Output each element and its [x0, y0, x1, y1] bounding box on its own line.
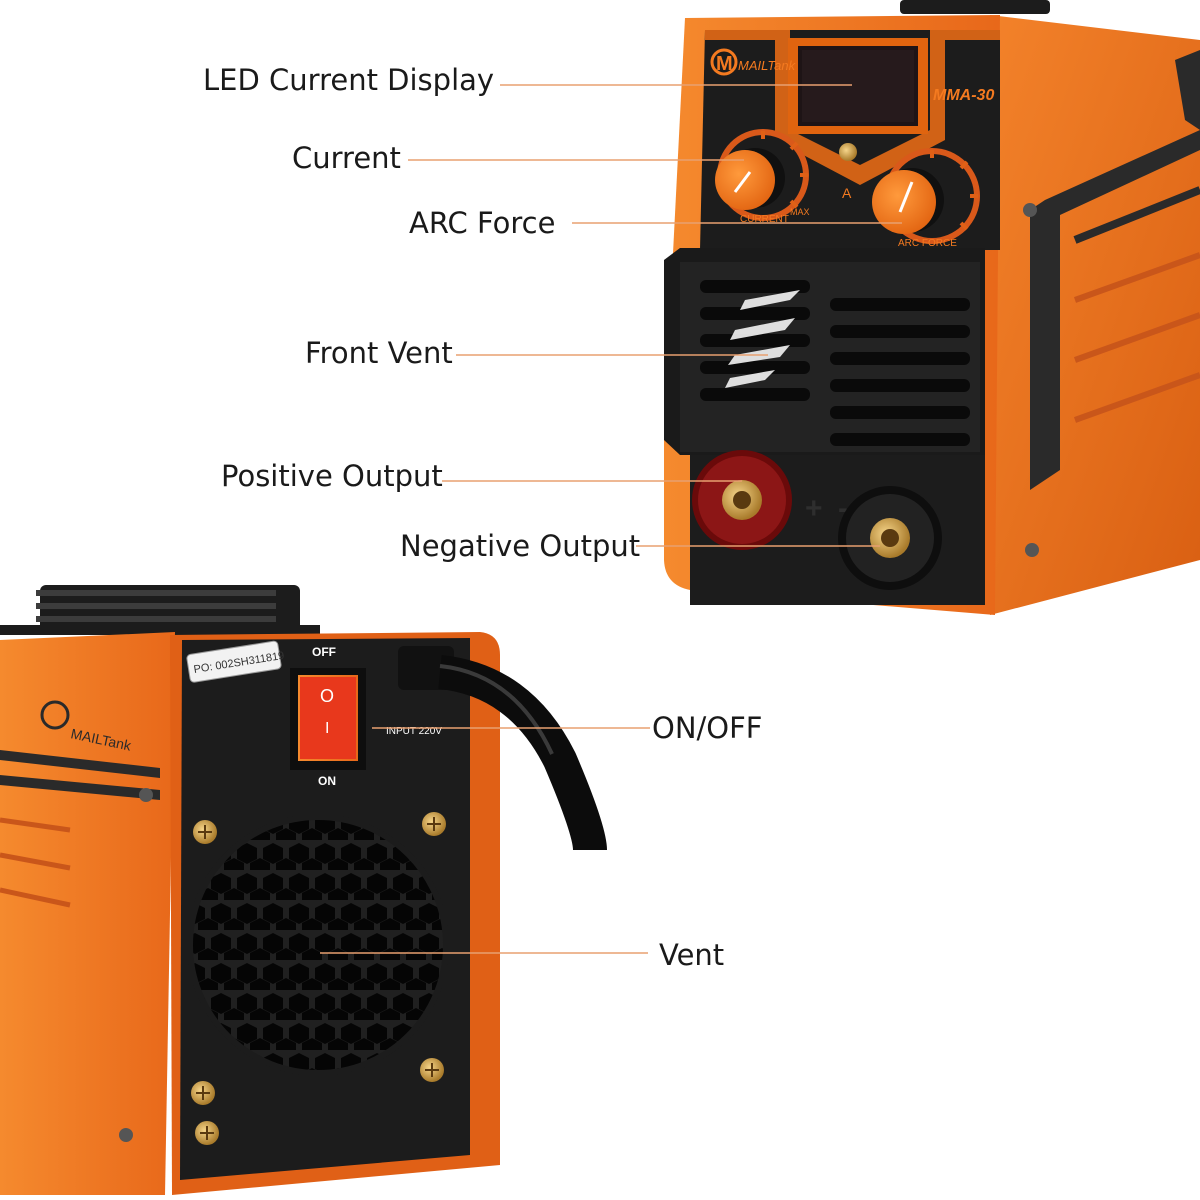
- callout-vent: Vent: [659, 938, 725, 972]
- positive-output-terminal[interactable]: [692, 450, 792, 550]
- heatsink: [0, 585, 320, 635]
- power-switch[interactable]: O I: [290, 668, 366, 770]
- front-unit: M MAILTank MMA-30 A CURRENT: [664, 0, 1200, 615]
- current-knob-max: MAX: [790, 207, 810, 217]
- leader-lines: [320, 84, 902, 954]
- plus-sign: +: [805, 492, 823, 525]
- callout-positive-output: Positive Output: [221, 459, 443, 493]
- amp-symbol: A: [842, 185, 852, 201]
- negative-output-terminal[interactable]: [838, 486, 942, 590]
- back-brand-logo: [40, 700, 70, 730]
- back-unit: MAILTank PO: 002SH311819 OFF O I ON INPU…: [0, 585, 607, 1195]
- input-voltage-label: INPUT 220V: [386, 726, 442, 737]
- callout-negative-output: Negative Output: [400, 529, 641, 563]
- minus-sign: -: [838, 492, 848, 525]
- model-label: MMA-30: [933, 87, 994, 104]
- current-knob[interactable]: [715, 129, 809, 221]
- front-unit-side-panel: [990, 15, 1200, 615]
- back-unit-side-panel: [0, 632, 175, 1195]
- arc-force-knob[interactable]: [872, 148, 980, 244]
- arc-force-knob-label: ARC FORCE: [898, 238, 957, 249]
- callout-front-vent: Front Vent: [305, 336, 453, 370]
- power-cord: [398, 646, 607, 852]
- indicator-lamp: [839, 143, 857, 161]
- callout-on-off: ON/OFF: [652, 711, 763, 745]
- callout-current: Current: [292, 141, 401, 175]
- current-knob-label: CURRENT: [740, 214, 789, 225]
- switch-off-label: OFF: [312, 645, 336, 659]
- callout-led-current-display: LED Current Display: [203, 63, 495, 97]
- switch-symbol-off: O: [320, 686, 334, 706]
- switch-on-label: ON: [318, 774, 336, 788]
- front-brand-text: MAILTank: [738, 58, 797, 73]
- rear-vent: [187, 814, 449, 1076]
- front-vent-slots: [700, 280, 970, 446]
- front-brand-logo: [710, 48, 738, 76]
- callout-arc-force: ARC Force: [409, 206, 556, 240]
- switch-symbol-on: I: [325, 720, 329, 737]
- svg-text:M: M: [716, 53, 733, 75]
- screws: [191, 812, 446, 1145]
